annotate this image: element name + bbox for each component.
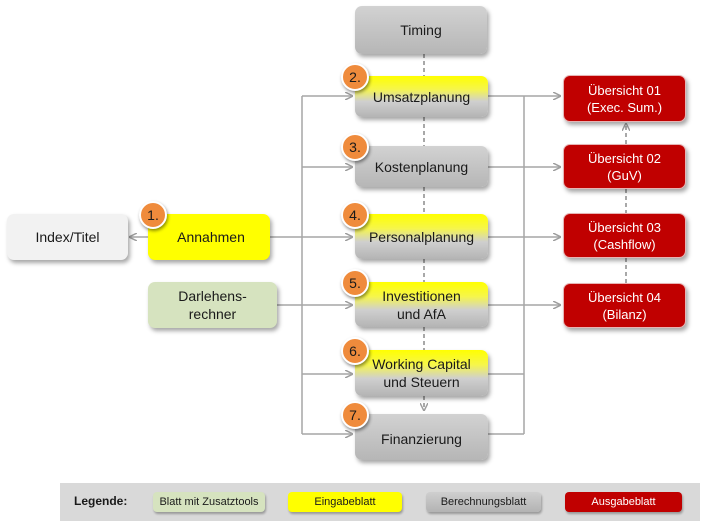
uebersicht-03-box: Übersicht 03 (Cashflow) — [563, 213, 686, 258]
step-number-5: 5. — [341, 269, 369, 297]
finanzierung-label: Finanzierung — [381, 431, 462, 447]
legend-item-berechnungsblatt: Berechnungsblatt — [426, 492, 541, 512]
annahmen-box: Annahmen — [148, 214, 270, 260]
legend-item-eingabeblatt: Eingabeblatt — [288, 492, 402, 512]
working-capital-label: Working Capital und Steuern — [372, 356, 471, 390]
uebersicht-04-box: Übersicht 04 (Bilanz) — [563, 283, 686, 328]
step-number-3: 3. — [341, 133, 369, 161]
legend-title: Legende: — [74, 494, 128, 508]
legend-bar: Legende: Blatt mit Zusatztools Eingabebl… — [60, 483, 700, 521]
umsatzplanung-label: Umsatzplanung — [372, 88, 471, 105]
index-box: Index/Titel — [7, 214, 128, 260]
timing-box: Timing — [355, 6, 487, 54]
investitionen-label: Investitionen und AfA — [382, 287, 461, 322]
timing-label: Timing — [400, 22, 442, 38]
uebersicht-01-label: Übersicht 01 (Exec. Sum.) — [586, 82, 663, 115]
step-number-7: 7. — [341, 401, 369, 429]
annahmen-label: Annahmen — [177, 229, 245, 245]
legend-item-zusatztools: Blatt mit Zusatztools — [153, 492, 265, 512]
personalplanung-label: Personalplanung — [368, 228, 475, 245]
uebersicht-03-label: Übersicht 03 (Cashflow) — [588, 219, 661, 252]
uebersicht-01-box: Übersicht 01 (Exec. Sum.) — [563, 75, 686, 122]
uebersicht-02-box: Übersicht 02 (GuV) — [563, 144, 686, 189]
index-label: Index/Titel — [35, 229, 100, 245]
step-number-2: 2. — [341, 63, 369, 91]
kostenplanung-box: Kostenplanung — [355, 146, 488, 187]
darlehensrechner-label: Darlehens- rechner — [178, 288, 247, 322]
personalplanung-box: Personalplanung — [355, 214, 488, 259]
umsatzplanung-box: Umsatzplanung — [355, 76, 488, 117]
working-capital-box: Working Capital und Steuern — [355, 350, 488, 396]
step-number-6: 6. — [341, 337, 369, 365]
step-number-4: 4. — [341, 201, 369, 229]
investitionen-box: Investitionen und AfA — [355, 282, 488, 327]
step-number-1: 1. — [139, 201, 167, 229]
uebersicht-02-label: Übersicht 02 (GuV) — [588, 150, 661, 183]
uebersicht-04-label: Übersicht 04 (Bilanz) — [588, 289, 661, 322]
darlehensrechner-box: Darlehens- rechner — [148, 282, 277, 328]
kostenplanung-label: Kostenplanung — [374, 158, 469, 175]
finanzierung-box: Finanzierung — [355, 414, 488, 460]
legend-item-ausgabeblatt: Ausgabeblatt — [565, 492, 682, 512]
